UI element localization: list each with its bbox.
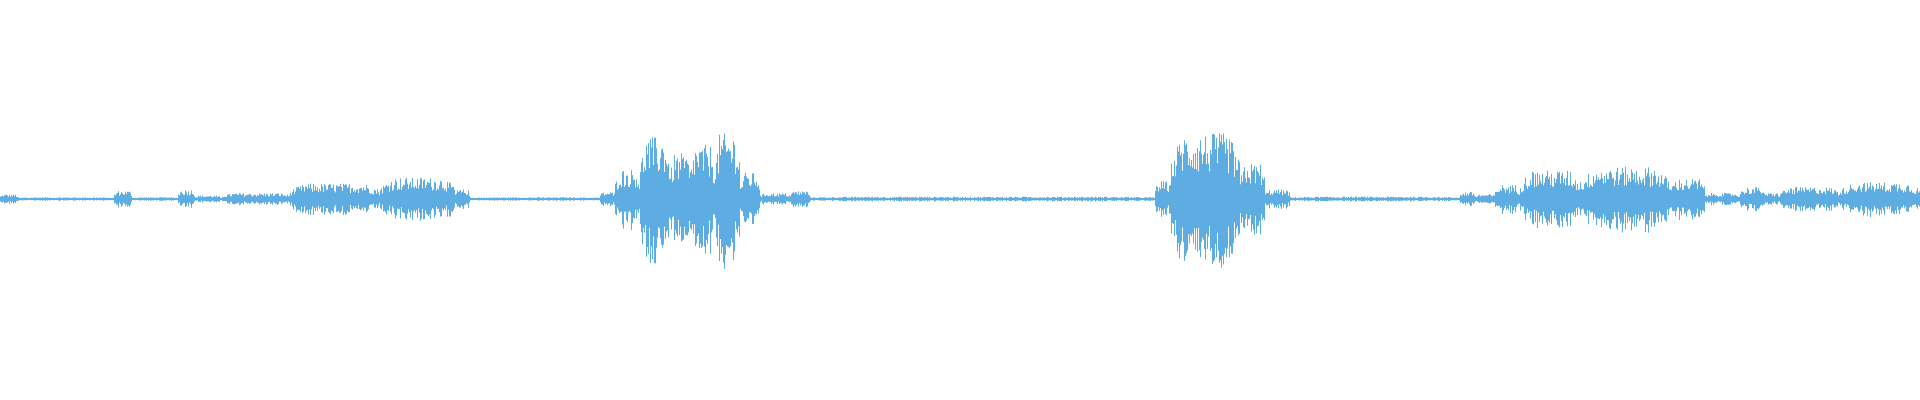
waveform-bars [0, 133, 1920, 269]
